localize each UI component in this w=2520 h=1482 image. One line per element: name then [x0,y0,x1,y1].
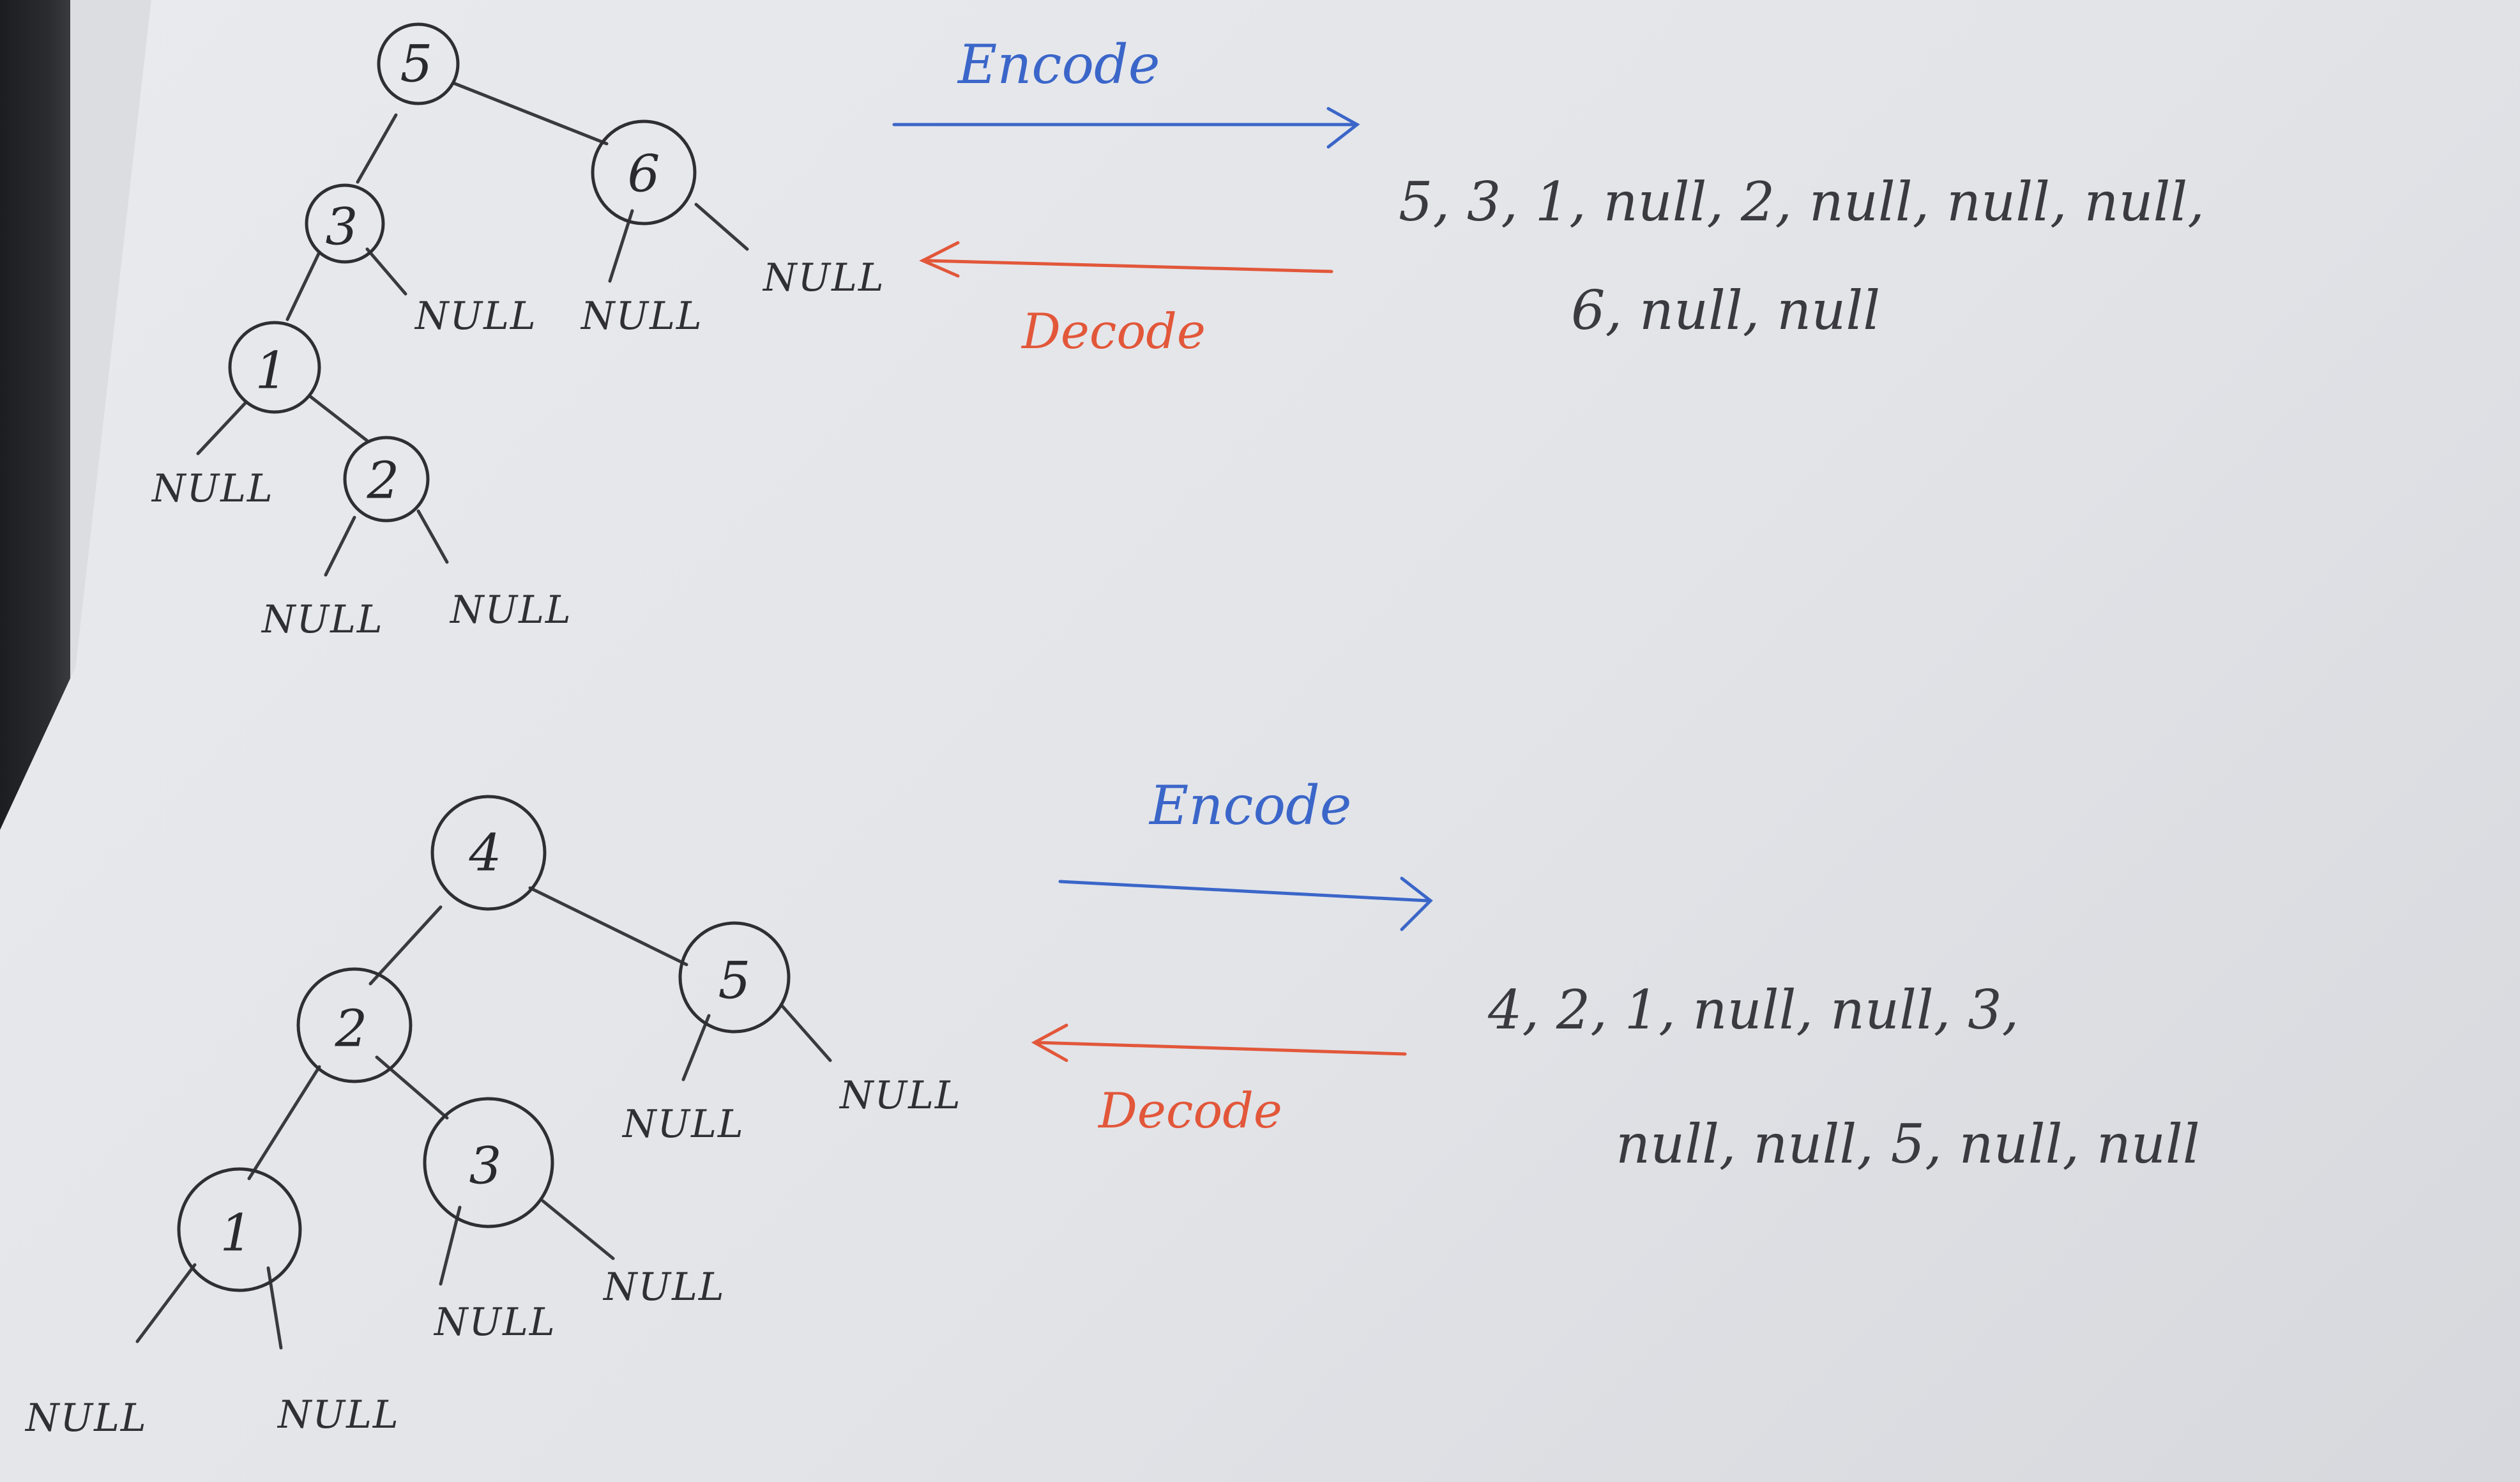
edge-4-2 [368,905,443,986]
edge-6-null-right [694,202,749,251]
null-label: NULL [151,466,274,511]
decode-label: Decode [1097,1082,1282,1139]
null-label: NULL [24,1396,148,1440]
node-2: 2 [296,967,413,1083]
tree-bottom: 4 2 5 1 3 NULL NULL NULL NULL N [24,795,962,1440]
null-label: NULL [580,294,703,339]
tree-top: 5 6 3 1 2 NULL NULL NULL NULL N [151,22,885,642]
edge-3-null [365,247,407,296]
node-circle [591,119,697,225]
node-2: 2 [343,436,430,523]
decode-label: Decode [1021,303,1206,360]
decode-arrow [919,241,1333,278]
node-label: 1 [220,1203,253,1263]
edge-2-null-left [324,516,356,577]
null-label: NULL [277,1393,400,1437]
node-label: 2 [335,999,368,1058]
serialized-top: 5, 3, 1, null, 2, null, null, null, 6, n… [1399,171,2205,342]
edge-3-null-right [541,1199,615,1260]
decode-arrow [1031,1023,1407,1062]
node-circle [305,183,385,264]
null-label: NULL [449,588,572,632]
node-circle [377,22,460,105]
encode-arrow [1058,876,1433,931]
edge-1-null-left [135,1263,197,1343]
edge-3-1 [285,250,321,321]
node-circle [343,436,430,523]
node-circle [423,1097,554,1228]
node-circle [678,921,791,1034]
null-label: NULL [762,256,885,300]
edge-5-6 [452,81,609,146]
node-3: 3 [305,183,385,264]
encode-arrow [892,107,1360,149]
node-1: 1 [177,1167,302,1292]
edge-5-3 [356,113,398,184]
node-label: 3 [326,197,358,257]
serialized-bottom: 4, 2, 1, null, null, 3, null, null, 5, n… [1487,979,2200,1175]
node-1: 1 [228,321,321,414]
edge-2-null-right [416,509,449,564]
codec-top: Encode Decode [892,33,1360,360]
edge-1-null [196,401,248,455]
node-circle [177,1167,302,1292]
encode-label: Encode [1148,774,1352,837]
null-label: NULL [261,597,384,642]
desk-background [0,0,70,830]
serialized-line-1: 5, 3, 1, null, 2, null, null, null, [1399,171,2205,233]
node-circle [430,795,547,911]
null-label: NULL [414,294,537,339]
edge-2-1 [247,1065,321,1180]
edge-4-5 [528,886,688,966]
node-label: 3 [469,1136,502,1196]
node-label: 5 [718,951,751,1011]
node-label: 5 [400,34,433,94]
node-circle [228,321,321,414]
null-label: NULL [839,1073,962,1118]
null-label: NULL [621,1102,745,1147]
node-3: 3 [423,1097,554,1228]
edge-3-null-left [439,1205,462,1286]
edge-1-2 [308,394,369,443]
serialized-line-2: null, null, 5, null, null [1616,1113,2200,1175]
null-label: NULL [602,1265,725,1310]
encode-label: Encode [957,33,1160,96]
node-label: 2 [367,451,400,510]
node-label: 4 [469,823,502,883]
node-label: 1 [255,341,288,401]
node-label: 6 [628,144,660,204]
edge-5-null-right [780,1004,832,1062]
codec-bottom: Encode Decode [1031,774,1433,1139]
null-label: NULL [433,1300,556,1345]
node-circle [296,967,413,1083]
node-5: 5 [377,22,460,105]
edge-2-3 [375,1055,449,1120]
serialized-line-1: 4, 2, 1, null, null, 3, [1487,979,2019,1041]
node-5: 5 [678,921,791,1034]
serialized-line-2: 6, null, null [1571,279,1880,342]
node-4: 4 [430,795,547,911]
edge-5-null-left [681,1014,711,1081]
node-6: 6 [591,119,697,225]
